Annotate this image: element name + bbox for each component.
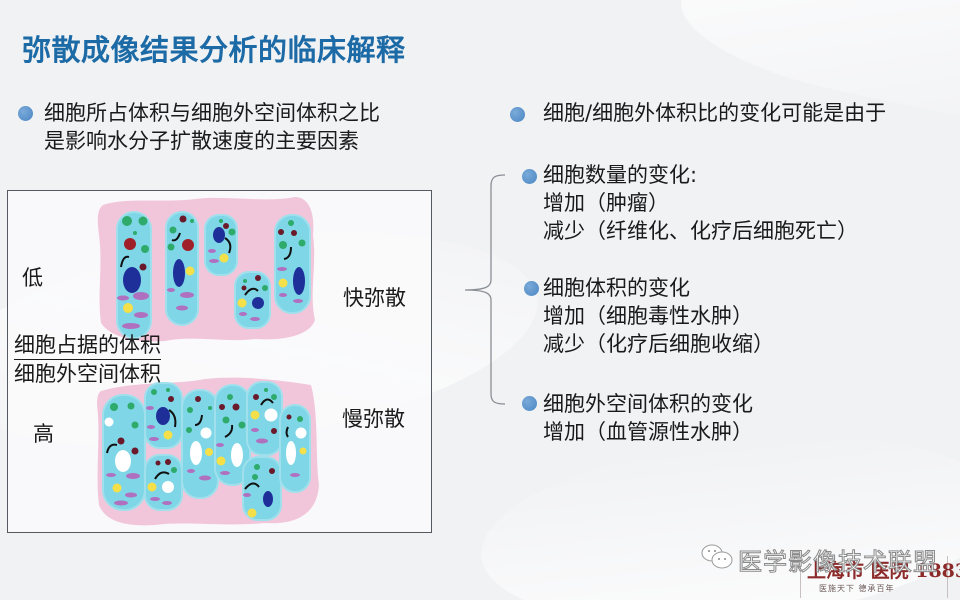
bullet-icon bbox=[18, 106, 33, 121]
cause-group-cell-count: 细胞数量的变化: 增加（肿瘤） 减少（纤维化、化疗后细胞死亡） bbox=[543, 161, 858, 245]
group-heading: 细胞数量的变化: bbox=[543, 163, 698, 187]
slide-title: 弥散成像结果分析的临床解释 bbox=[22, 33, 406, 67]
group-line: 增加（肿瘤） bbox=[543, 191, 669, 215]
low-ratio-label: 低 bbox=[22, 266, 43, 290]
bullet-icon bbox=[522, 396, 537, 411]
left-bullet-text: 细胞所占体积与细胞外空间体积之比 是影响水分子扩散速度的主要因素 bbox=[44, 99, 380, 155]
hospital-logo-motto: 医施天下 德承百年 bbox=[819, 584, 895, 593]
fast-diffusion-label: 快弥散 bbox=[343, 286, 406, 310]
group-line: 增加（血管源性水肿） bbox=[543, 420, 753, 444]
wechat-icon bbox=[701, 544, 733, 569]
group-heading: 细胞外空间体积的变化 bbox=[543, 392, 753, 416]
group-heading: 细胞体积的变化 bbox=[543, 276, 690, 300]
high-ratio-label: 高 bbox=[33, 422, 54, 446]
cause-group-cell-volume: 细胞体积的变化 增加（细胞毒性水肿） 减少（化疗后细胞收缩） bbox=[543, 274, 774, 358]
ratio-denominator: 细胞外空间体积 bbox=[14, 362, 161, 386]
left-bullet-line-1: 细胞所占体积与细胞外空间体积之比 bbox=[44, 101, 380, 125]
bullet-icon bbox=[524, 281, 539, 296]
wechat-account-name: 医学影像技术联盟 bbox=[738, 548, 938, 577]
hospital-logo-name: 上海市 医院 1883 bbox=[807, 560, 960, 582]
left-bullet-line-2: 是影响水分子扩散速度的主要因素 bbox=[44, 129, 359, 153]
grouping-brace bbox=[464, 174, 506, 405]
bullet-icon bbox=[510, 107, 525, 122]
slow-diffusion-label: 慢弥散 bbox=[342, 407, 405, 431]
right-intro-text: 细胞/细胞外体积比的变化可能是由于 bbox=[543, 101, 887, 125]
watermark: 上海市 医院 1883 医施天下 德承百年 医学影像技术联盟 bbox=[700, 540, 960, 600]
dense-cells-illustration bbox=[97, 377, 319, 526]
group-line: 减少（化疗后细胞收缩） bbox=[543, 332, 774, 356]
sparse-cells-illustration bbox=[97, 197, 315, 342]
ratio-numerator: 细胞占据的体积 bbox=[14, 331, 161, 360]
bullet-icon bbox=[522, 169, 537, 184]
group-line: 减少（纤维化、化疗后细胞死亡） bbox=[543, 219, 858, 243]
hospital-logo: 上海市 医院 1883 医施天下 德承百年 bbox=[800, 556, 960, 598]
group-line: 增加（细胞毒性水肿） bbox=[543, 304, 753, 328]
cause-group-extracellular-volume: 细胞外空间体积的变化 增加（血管源性水肿） bbox=[543, 390, 753, 446]
